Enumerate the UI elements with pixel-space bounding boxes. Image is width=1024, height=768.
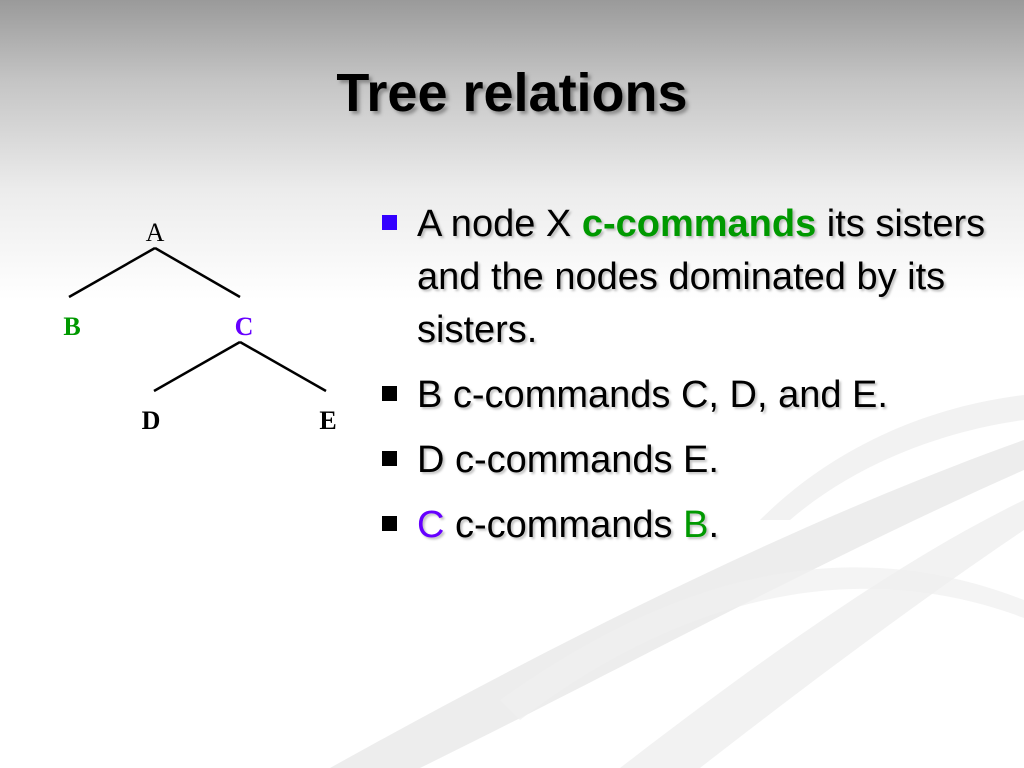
term-c-commands: c-commands bbox=[581, 203, 817, 245]
edge-c-d bbox=[153, 340, 241, 393]
label-b: B bbox=[683, 504, 709, 546]
bullet-item: B c-commands C, D, and E. bbox=[380, 369, 1000, 422]
bullet-square-icon bbox=[382, 386, 397, 401]
bullet-item: C c-commands B. bbox=[380, 499, 1000, 552]
bullet-item: D c-commands E. bbox=[380, 434, 1000, 487]
tree-node-a: A bbox=[145, 218, 165, 247]
bullet-square-icon bbox=[382, 215, 397, 230]
label-c: C bbox=[417, 504, 445, 546]
edge-c-e bbox=[239, 340, 327, 393]
tree-node-b: B bbox=[63, 312, 81, 341]
bullet-square-icon bbox=[382, 451, 397, 466]
bullet-square-icon bbox=[382, 516, 397, 531]
edge-a-b bbox=[68, 246, 156, 299]
slide-title: Tree relations bbox=[336, 63, 688, 123]
edge-a-c bbox=[154, 246, 241, 299]
tree-node-d: D bbox=[141, 406, 161, 435]
bullet-list: A node X c-commands its sisters and the … bbox=[380, 198, 1000, 564]
tree-node-c: C bbox=[234, 312, 254, 341]
tree-node-e: E bbox=[319, 406, 337, 435]
bullet-item: A node X c-commands its sisters and the … bbox=[380, 198, 1000, 357]
